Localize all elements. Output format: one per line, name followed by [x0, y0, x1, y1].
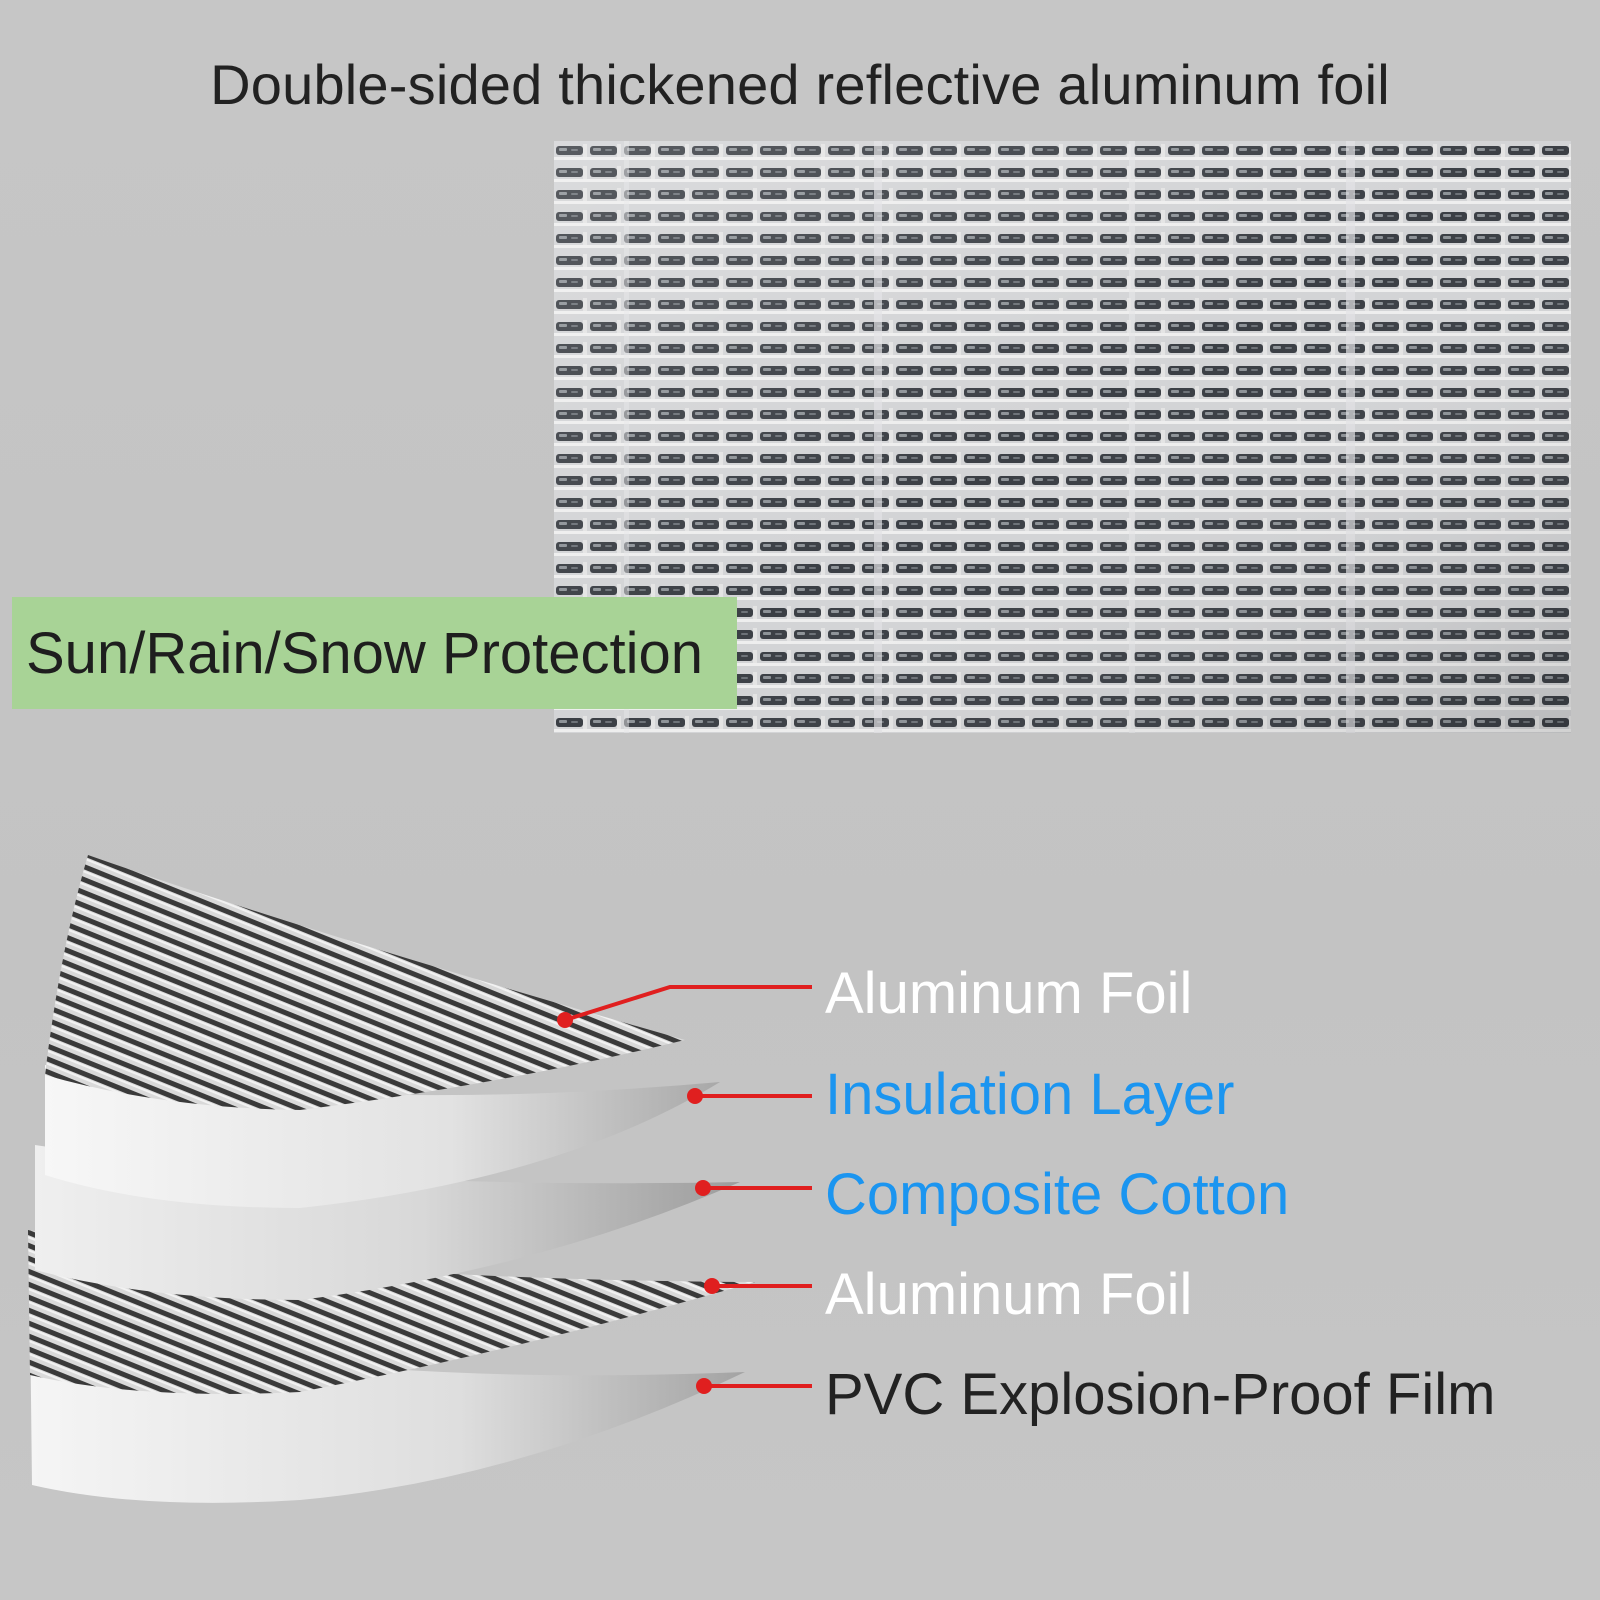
foil-texture-image: [554, 141, 1571, 733]
layer-label-pvc-film: PVC Explosion-Proof Film: [825, 1362, 1496, 1427]
leader-dot-4: [704, 1278, 720, 1294]
layer-label-insulation: Insulation Layer: [825, 1062, 1235, 1127]
leader-dot-5: [696, 1378, 712, 1394]
leader-line-1: [564, 985, 812, 1022]
layer-label-aluminum-foil-top: Aluminum Foil: [825, 961, 1193, 1026]
leader-lines: [564, 985, 812, 1388]
leader-dots: [557, 1012, 720, 1394]
leader-dot-1: [557, 1012, 573, 1028]
layer-structure-diagram: [28, 855, 812, 1503]
leader-dot-3: [695, 1180, 711, 1196]
layer-label-composite-cotton: Composite Cotton: [825, 1162, 1290, 1227]
foil-texture-photo: [554, 141, 1571, 733]
layer-label-aluminum-foil-bottom: Aluminum Foil: [825, 1262, 1193, 1327]
leader-dot-2: [687, 1088, 703, 1104]
top-foil-layer: [45, 855, 685, 1110]
page-title: Double-sided thickened reflective alumin…: [210, 53, 1390, 116]
protection-badge: Sun/Rain/Snow Protection: [12, 597, 737, 709]
